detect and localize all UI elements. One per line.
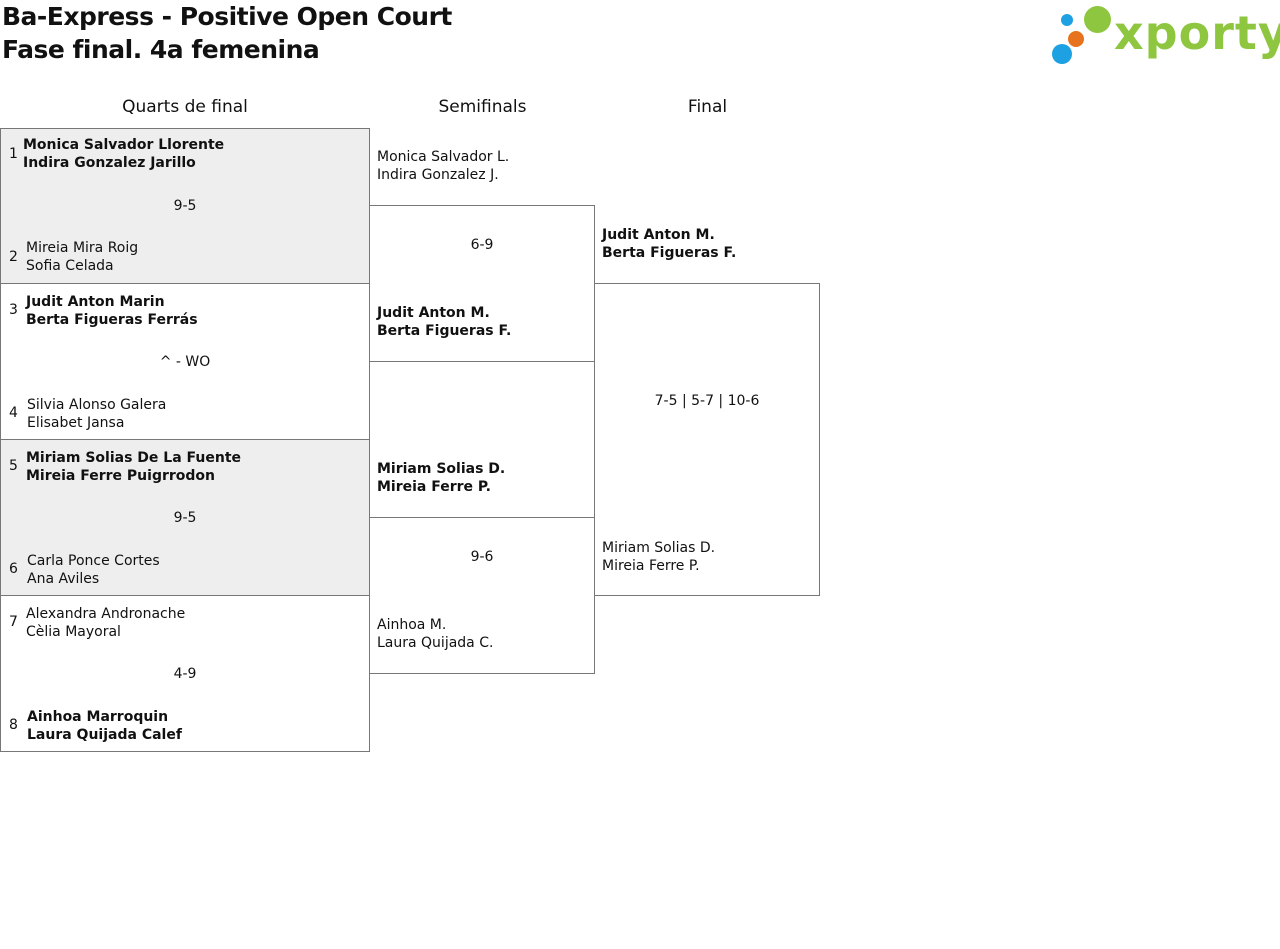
player-name: Silvia Alonso Galera	[27, 397, 167, 413]
player-name: Miriam Solias De La Fuente	[26, 450, 242, 466]
player-name: Indira Gonzalez J.	[377, 167, 499, 183]
semifinal-1-team-bottom: Judit Anton M. Berta Figueras F.	[377, 304, 511, 340]
player-name: Mireia Ferre Puigrrodon	[26, 468, 215, 484]
quarterfinal-match-4: 7 Alexandra Andronache Cèlia Mayoral 4-9…	[0, 595, 370, 752]
team-pair-bottom: Mireia Mira Roig Sofia Celada	[26, 239, 138, 275]
player-name: Judit Anton Marin	[26, 294, 165, 310]
final-team-bottom: Miriam Solias D. Mireia Ferre P.	[602, 539, 715, 575]
player-name: Judit Anton M.	[377, 305, 490, 321]
player-name: Indira Gonzalez Jarillo	[23, 155, 196, 171]
column-heading-semifinals: Semifinals	[438, 97, 527, 117]
team-pair-top: Miriam Solias De La Fuente Mireia Ferre …	[26, 449, 241, 485]
team-pair-top: Monica Salvador Llorente Indira Gonzalez…	[23, 136, 224, 172]
semifinal-match-2: 9-6	[369, 517, 595, 674]
column-heading-quarterfinals: Quarts de final	[122, 97, 248, 117]
semifinal-match-1: 6-9	[369, 205, 595, 362]
column-heading-final: Final	[687, 97, 728, 117]
logo-wordmark: xporty	[1114, 6, 1280, 60]
seed-number: 2	[9, 249, 18, 265]
player-name: Miriam Solias D.	[602, 540, 716, 556]
player-name: Carla Ponce Cortes	[27, 553, 160, 569]
player-name: Alexandra Andronache	[26, 606, 186, 622]
player-name: Berta Figueras F.	[602, 245, 737, 261]
quarterfinal-match-3: 5 Miriam Solias De La Fuente Mireia Ferr…	[0, 439, 370, 596]
team-pair-bottom: Carla Ponce Cortes Ana Aviles	[27, 552, 160, 588]
team-pair-bottom: Silvia Alonso Galera Elisabet Jansa	[27, 396, 166, 432]
player-name: Ana Aviles	[27, 571, 100, 587]
logo-dot-blue	[1052, 44, 1072, 64]
player-name: Elisabet Jansa	[27, 415, 125, 431]
logo-dot-green	[1084, 6, 1111, 33]
player-name: Cèlia Mayoral	[26, 624, 121, 640]
player-name: Berta Figueras F.	[377, 323, 512, 339]
match-score: 7-5 | 5-7 | 10-6	[654, 393, 760, 409]
player-name: Monica Salvador Llorente	[23, 137, 225, 153]
semifinal-1-team-top: Monica Salvador L. Indira Gonzalez J.	[377, 148, 509, 184]
player-name: Monica Salvador L.	[377, 149, 510, 165]
player-name: Berta Figueras Ferrás	[26, 312, 198, 328]
seed-number: 6	[9, 561, 18, 577]
tournament-title: Ba-Express - Positive Open Court	[2, 2, 452, 31]
match-score: 6-9	[470, 237, 494, 253]
seed-number: 3	[9, 302, 18, 318]
match-score: 9-5	[173, 510, 197, 526]
seed-number: 5	[9, 458, 18, 474]
player-name: Ainhoa M.	[377, 617, 447, 633]
final-team-top: Judit Anton M. Berta Figueras F.	[602, 226, 736, 262]
player-name: Mireia Mira Roig	[26, 240, 139, 256]
player-name: Judit Anton M.	[602, 227, 715, 243]
player-name: Laura Quijada Calef	[27, 727, 182, 743]
seed-number: 4	[9, 405, 18, 421]
seed-number: 7	[9, 614, 18, 630]
team-pair-top: Alexandra Andronache Cèlia Mayoral	[26, 605, 185, 641]
seed-number: 8	[9, 717, 18, 733]
seed-number: 1	[9, 146, 18, 162]
logo-dot-orange	[1068, 31, 1084, 47]
team-pair-top: Judit Anton Marin Berta Figueras Ferrás	[26, 293, 198, 329]
player-name: Ainhoa Marroquin	[27, 709, 169, 725]
player-name: Laura Quijada C.	[377, 635, 494, 651]
player-name: Mireia Ferre P.	[602, 558, 700, 574]
match-score: 4-9	[173, 666, 197, 682]
team-pair-bottom: Ainhoa Marroquin Laura Quijada Calef	[27, 708, 182, 744]
semifinal-2-team-bottom: Ainhoa M. Laura Quijada C.	[377, 616, 493, 652]
semifinal-2-team-top: Miriam Solias D. Mireia Ferre P.	[377, 460, 505, 496]
match-score: 9-5	[173, 198, 197, 214]
match-score: 9-6	[470, 549, 494, 565]
xporty-logo: xporty	[1050, 4, 1280, 68]
final-match: 7-5 | 5-7 | 10-6 Miriam Solias D. Mireia…	[594, 283, 820, 596]
tournament-subtitle: Fase final. 4a femenina	[2, 35, 320, 64]
match-score: ^ - WO	[159, 354, 211, 370]
quarterfinal-match-1: 1 Monica Salvador Llorente Indira Gonzal…	[0, 128, 370, 284]
player-name: Mireia Ferre P.	[377, 479, 491, 495]
quarterfinal-match-2: 3 Judit Anton Marin Berta Figueras Ferrá…	[0, 283, 370, 440]
player-name: Miriam Solias D.	[377, 461, 506, 477]
player-name: Sofia Celada	[26, 258, 114, 274]
logo-dot-blue-small	[1061, 14, 1073, 26]
